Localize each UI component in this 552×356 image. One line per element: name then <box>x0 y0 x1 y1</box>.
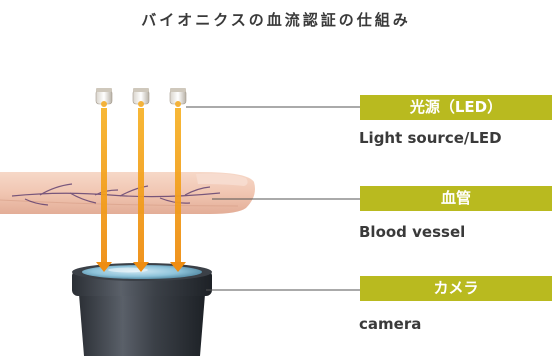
label-box-led: 光源（LED） <box>360 95 552 120</box>
diagram-title: バイオニクスの血流認証の仕組み <box>141 11 411 29</box>
camera <box>72 263 212 356</box>
led-lights <box>95 88 187 107</box>
light-beams <box>96 108 186 272</box>
label-box-blood-vessel: 血管 <box>360 186 552 211</box>
caption-camera: camera <box>359 315 422 333</box>
caption-led: Light source/LED <box>359 129 502 147</box>
caption-blood-vessel: Blood vessel <box>359 223 466 241</box>
label-box-camera: カメラ <box>360 276 552 301</box>
